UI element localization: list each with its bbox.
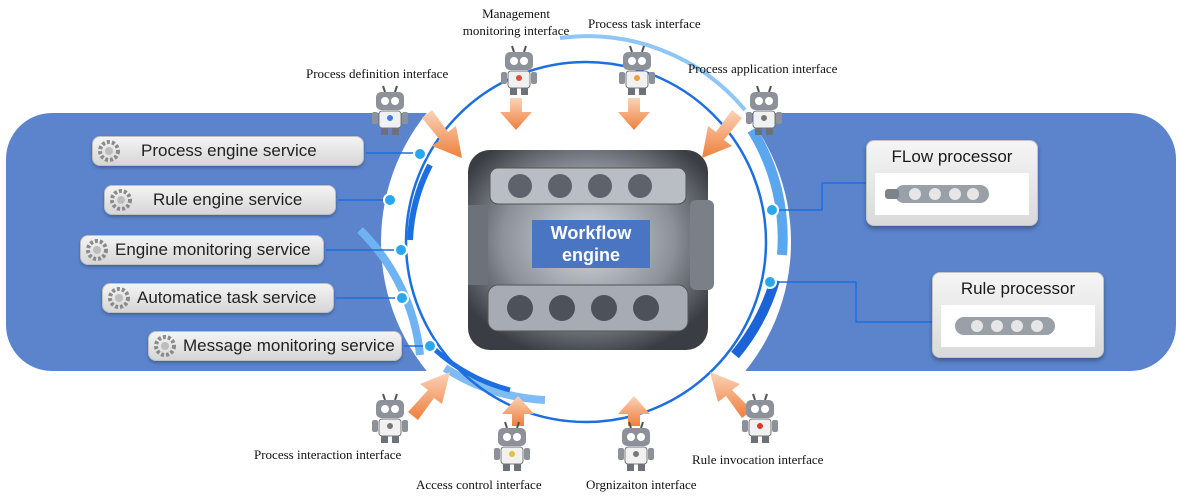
label-rule-invocation: Rule invocation interface (692, 452, 824, 467)
gear-icon (154, 335, 176, 357)
label-process-definition: Process definition interface (306, 66, 449, 81)
inner-arc-accent (407, 163, 433, 241)
service-engine-monitoring: Engine monitoring service (80, 235, 324, 265)
service-label: Rule engine service (153, 190, 303, 209)
service-label: Message monitoring service (183, 336, 395, 355)
service-automatic-task: Automatice task service (102, 283, 334, 313)
robot-icon (494, 421, 530, 471)
connector-dots (383, 147, 779, 353)
outer-arc-left (357, 227, 424, 356)
processor-title: FLow processor (891, 147, 1013, 166)
workflow-engine-label: Workflow engine (532, 220, 650, 268)
robot-icon (372, 393, 408, 443)
service-label: Automatice task service (137, 288, 317, 307)
robot-icon (618, 421, 654, 471)
gear-icon (108, 287, 130, 309)
label-organization: Orgnizaiton interface (586, 477, 697, 492)
manifold-image (885, 185, 989, 203)
robot-icon (501, 45, 537, 95)
inner-ring (404, 60, 768, 424)
label-process-task: Process task interface (588, 16, 701, 31)
label-process-interaction: Process interaction interface (254, 447, 402, 462)
label-process-application: Process application interface (688, 61, 838, 76)
service-process-engine: Process engine service (92, 136, 364, 166)
manifold-image (955, 317, 1055, 335)
label-management-monitoring: Management monitoring interface (462, 6, 570, 38)
engine-label-line1: Workflow (550, 223, 632, 243)
rule-processor: Rule processor (932, 272, 1104, 358)
engine-label-line2: engine (561, 245, 620, 265)
robot-icon (746, 85, 782, 135)
gear-icon (110, 189, 132, 211)
robot-icon (742, 393, 778, 443)
robot-icon (619, 45, 655, 95)
processor-title: Rule processor (960, 279, 1076, 298)
robot-icon (372, 85, 408, 135)
service-label: Process engine service (141, 141, 317, 160)
inner-ring-dashed (599, 338, 732, 402)
outer-arc-right (747, 127, 788, 256)
outer-arc-bottom (442, 364, 546, 404)
gear-icon (86, 239, 108, 261)
gear-icon (98, 140, 120, 162)
processor-image (941, 305, 1095, 347)
service-message-monitoring: Message monitoring service (148, 331, 402, 361)
interface-arrows (408, 98, 752, 426)
service-label: Engine monitoring service (115, 240, 311, 259)
flow-processor: FLow processor (866, 140, 1038, 226)
processor-image (875, 173, 1029, 215)
service-rule-engine: Rule engine service (104, 185, 336, 215)
inner-arc-accent-low (428, 343, 511, 393)
outer-arc-top (559, 34, 747, 112)
label-access-control: Access control interface (416, 477, 542, 492)
